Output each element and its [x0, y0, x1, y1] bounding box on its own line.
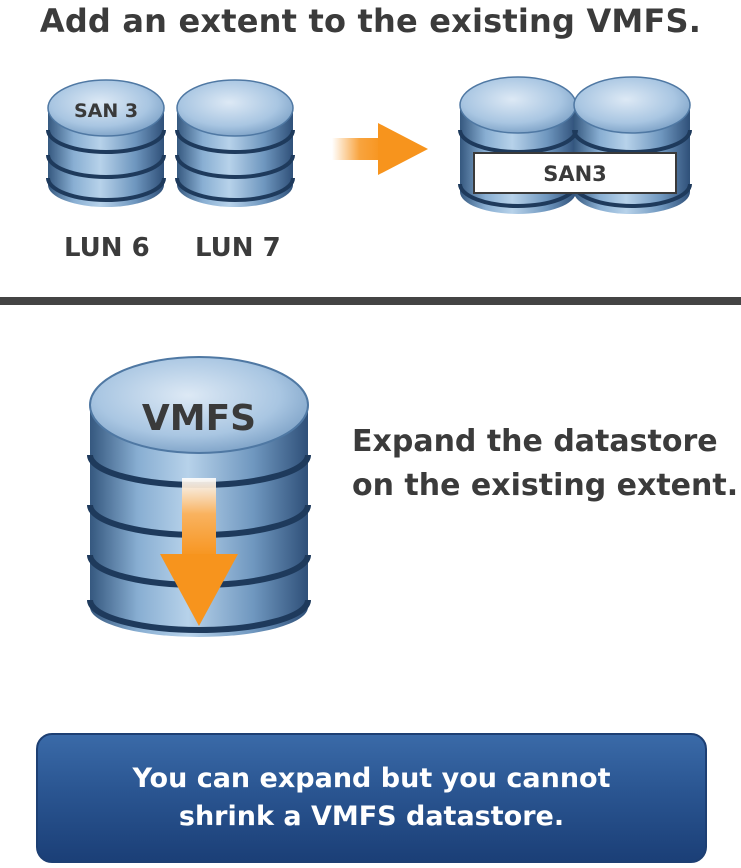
banner-line-2: shrink a VMFS datastore. — [178, 801, 565, 832]
arrow-down-icon — [160, 478, 238, 626]
banner-text: You can expand but you cannot shrink a V… — [132, 760, 610, 836]
disk-stack-lun6 — [46, 79, 166, 207]
disk-stack-lun7 — [175, 79, 295, 207]
banner-line-1: You can expand but you cannot — [132, 763, 611, 794]
expand-text-line-2: on the existing extent. — [352, 468, 739, 503]
combined-disk-stack — [458, 76, 692, 214]
section-divider — [0, 297, 741, 305]
warning-banner: You can expand but you cannot shrink a V… — [36, 733, 707, 863]
vmfs-disk-label: VMFS — [142, 398, 256, 439]
lun6-caption: LUN 6 — [64, 233, 150, 263]
lun7-caption: LUN 7 — [195, 233, 281, 263]
expand-description: Expand the datastore on the existing ext… — [352, 420, 741, 508]
combined-label-box — [473, 152, 677, 194]
combined-disk-label: SAN3 — [543, 162, 607, 186]
arrow-right-icon — [332, 123, 428, 175]
lun6-disk-label: SAN 3 — [74, 100, 138, 122]
top-heading: Add an extent to the existing VMFS. — [39, 2, 702, 40]
expand-text-line-1: Expand the datastore — [352, 424, 718, 459]
